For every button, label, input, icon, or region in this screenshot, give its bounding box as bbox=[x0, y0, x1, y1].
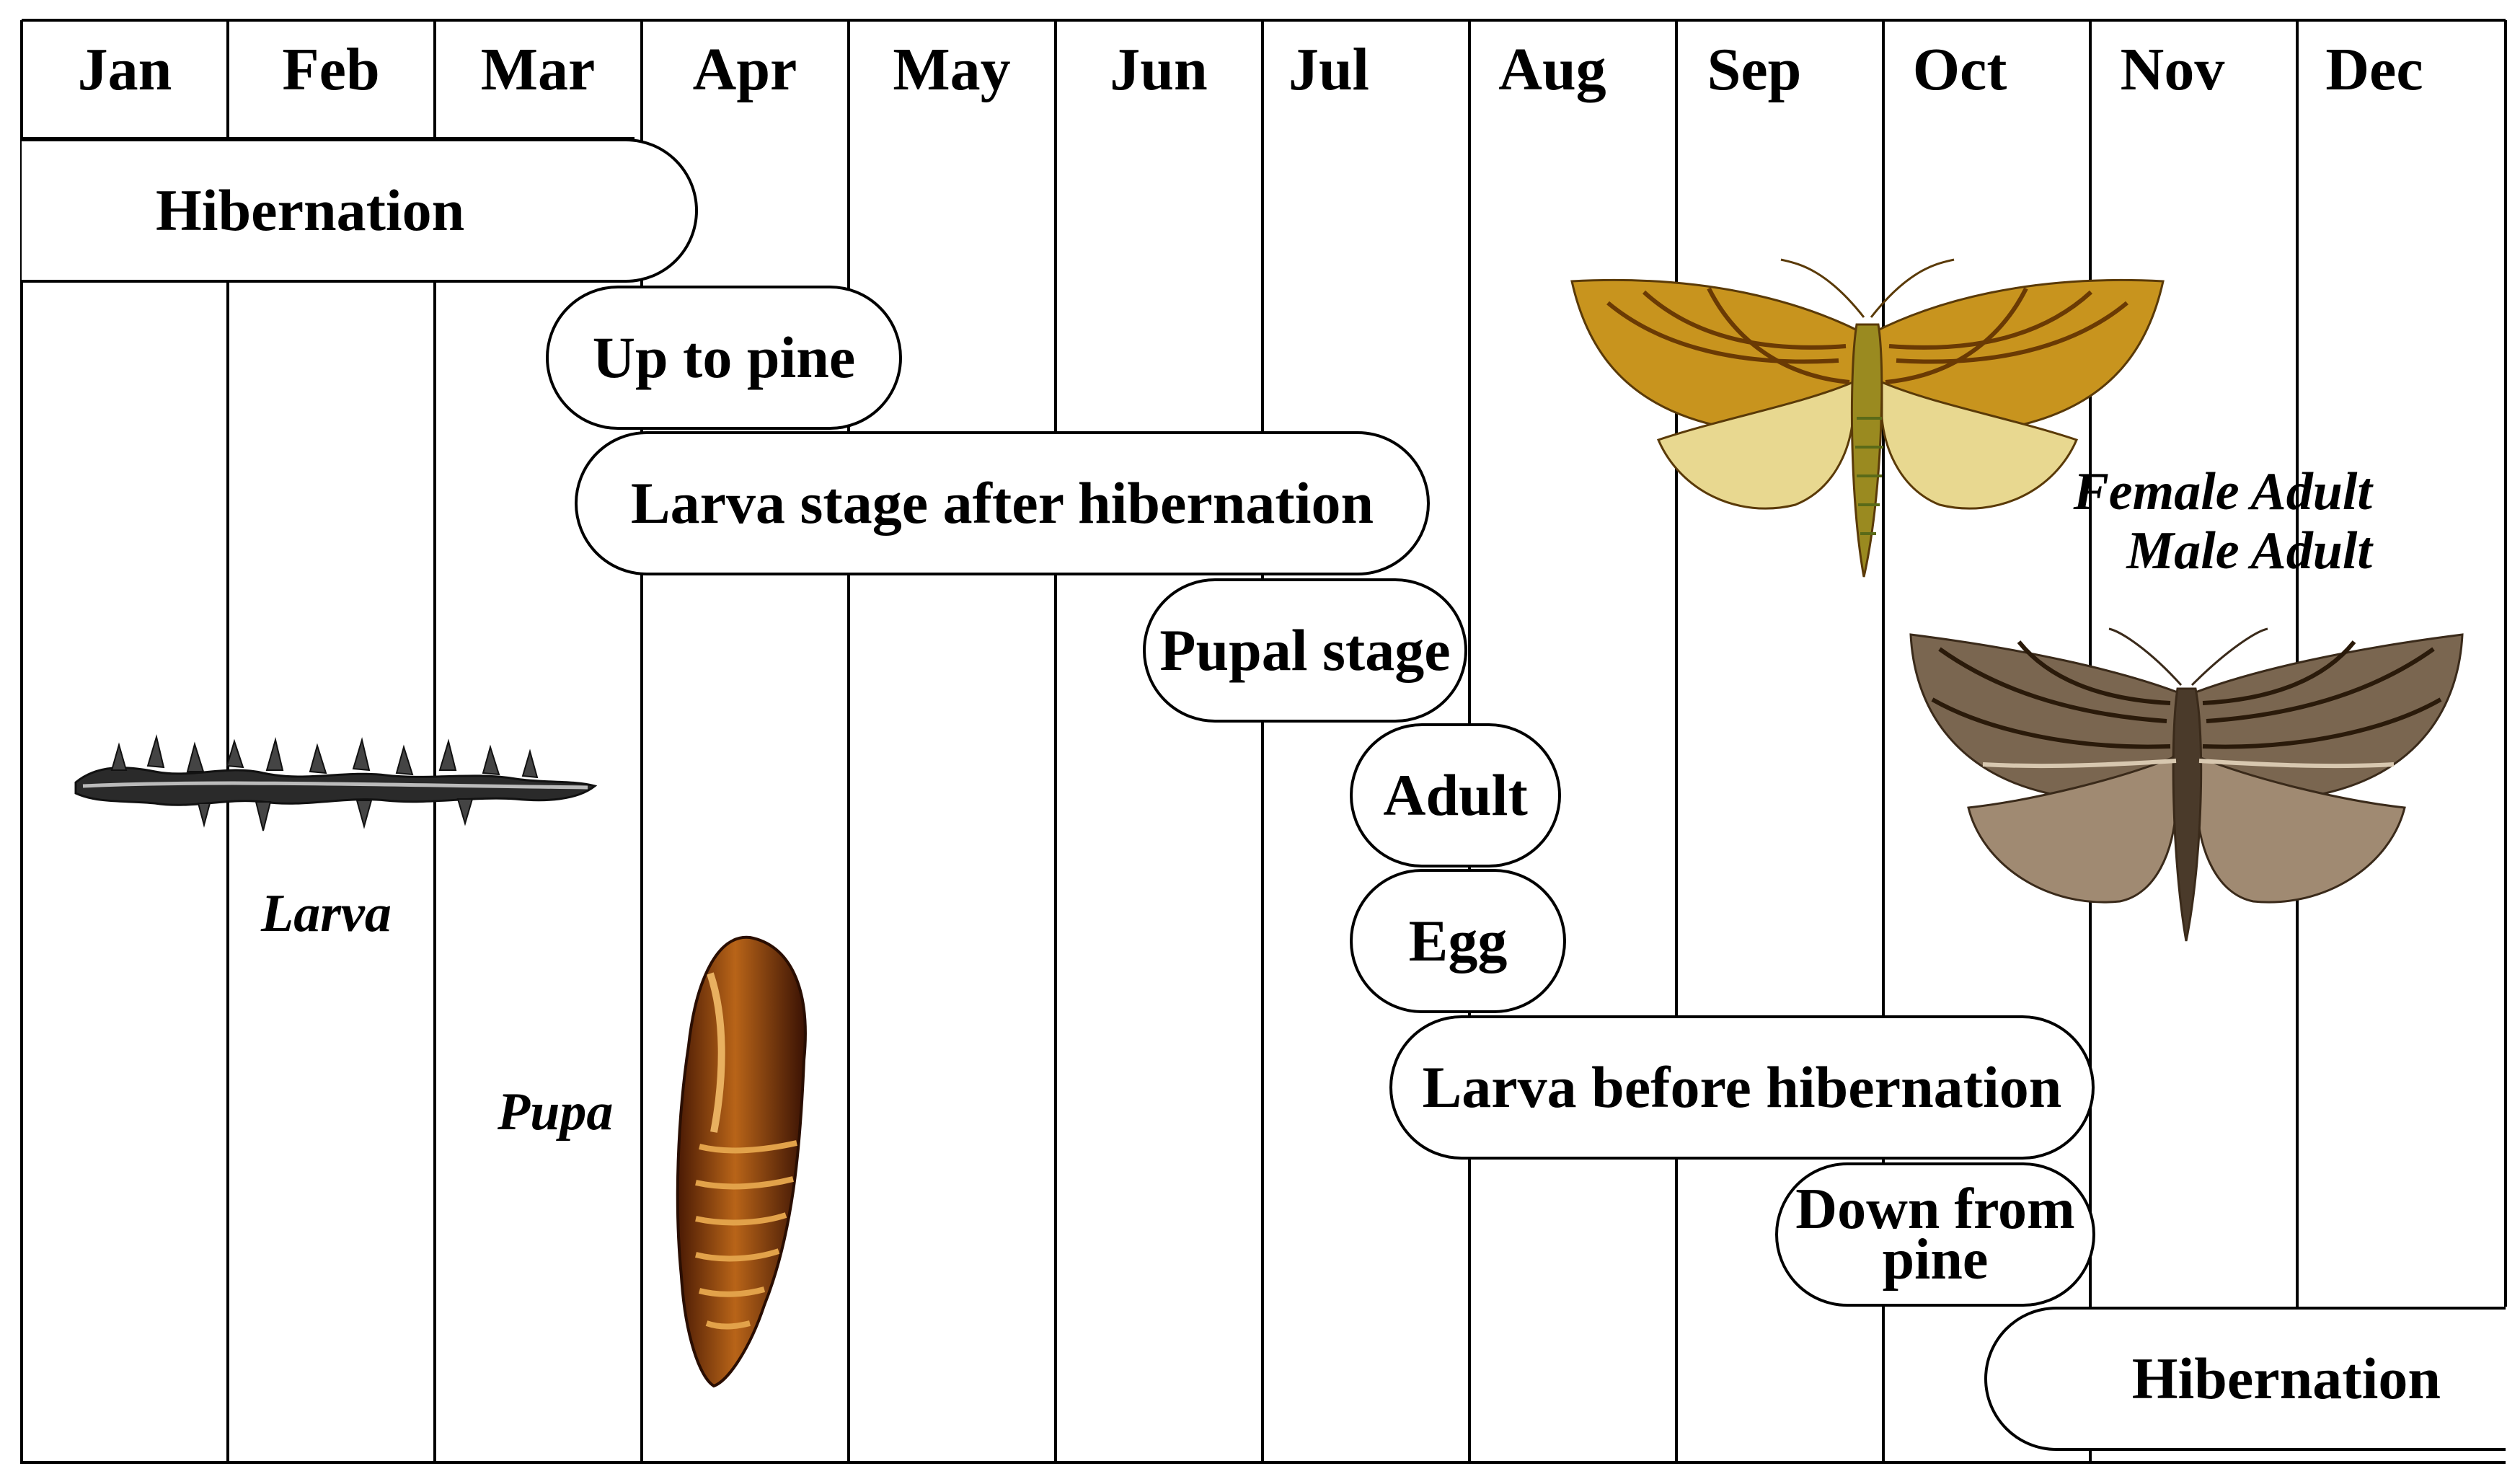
month-header-apr: Apr bbox=[692, 36, 797, 103]
stage-hibernation-end: Hibernation bbox=[1984, 1307, 2506, 1451]
caption-male-adult: Male Adult bbox=[2126, 521, 2372, 580]
larva-illustration bbox=[74, 734, 598, 831]
month-header-jul: Jul bbox=[1288, 36, 1370, 103]
month-header-sep: Sep bbox=[1707, 36, 1802, 103]
month-header-nov: Nov bbox=[2120, 36, 2225, 103]
caption-female-adult: Female Adult bbox=[2073, 462, 2372, 521]
pupa-illustration bbox=[676, 935, 807, 1388]
month-header-aug: Aug bbox=[1498, 36, 1606, 103]
month-header-dec: Dec bbox=[2325, 36, 2423, 103]
stage-up-to-pine: Up to pine bbox=[546, 286, 902, 430]
stage-pupal: Pupal stage bbox=[1143, 578, 1467, 723]
caption-pupa: Pupa bbox=[498, 1082, 614, 1142]
male-moth-illustration bbox=[1909, 627, 2464, 942]
month-header-oct: Oct bbox=[1912, 36, 2007, 103]
stage-egg: Egg bbox=[1350, 869, 1566, 1013]
month-header-jan: Jan bbox=[77, 36, 172, 103]
caption-larva: Larva bbox=[261, 884, 392, 943]
month-header-mar: Mar bbox=[480, 36, 596, 103]
stage-larva-after-hibernation: Larva stage after hibernation bbox=[575, 431, 1430, 575]
month-header-feb: Feb bbox=[282, 36, 380, 103]
month-header-jun: Jun bbox=[1110, 36, 1208, 103]
stage-hibernation-start: Hibernation bbox=[22, 138, 698, 283]
stage-larva-before-hibernation: Larva before hibernation bbox=[1389, 1015, 2095, 1160]
stage-adult: Adult bbox=[1350, 723, 1561, 867]
month-header-may: May bbox=[893, 36, 1011, 103]
stage-down-from-pine: Down from pine bbox=[1775, 1162, 2095, 1307]
female-moth-illustration bbox=[1570, 258, 2165, 578]
